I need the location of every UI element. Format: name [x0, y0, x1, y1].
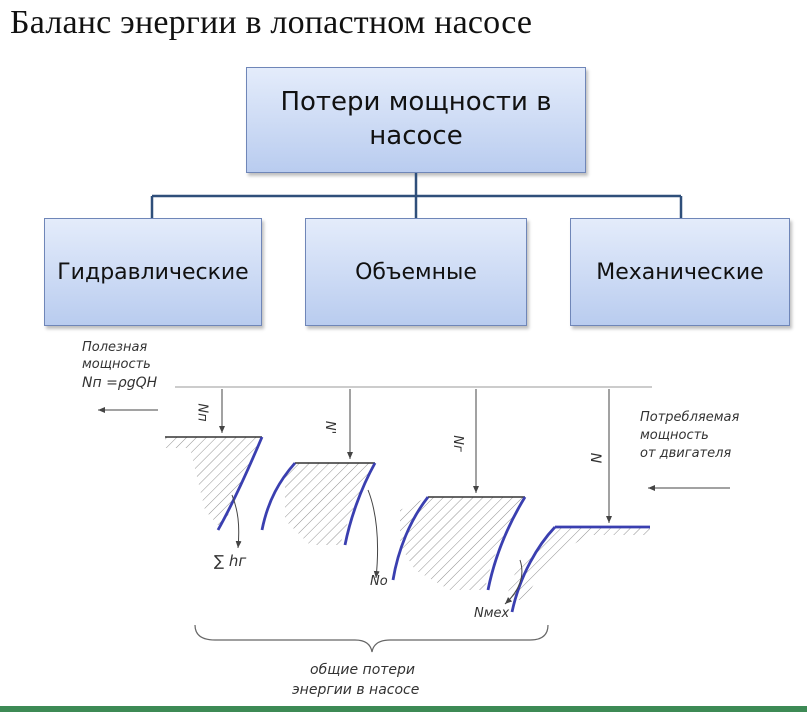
dimension-arrows: [219, 389, 612, 523]
loss-curves: [216, 436, 650, 613]
power-arrows: [98, 407, 730, 491]
useful-power-formula: Nп =ρgQH: [82, 375, 158, 391]
n-g-label: Nг: [449, 435, 465, 452]
consumed-power-label-3: от двигателя: [640, 446, 732, 461]
n-mech-label: Nмех: [474, 606, 510, 621]
mechanical-losses-box: Механические: [570, 218, 790, 326]
power-losses-box: Потери мощности в насосе: [246, 67, 586, 173]
n-prime-label: N': [322, 420, 338, 435]
useful-power-label-2: мощность: [82, 357, 151, 372]
total-losses-label-1: общие потери: [310, 662, 416, 678]
total-losses-label-2: энергии в насосе: [292, 682, 420, 698]
page-title: Баланс энергии в лопастном насосе: [10, 4, 533, 41]
useful-power-label-1: Полезная: [82, 340, 148, 355]
slide-bottom-edge: [0, 706, 807, 712]
consumed-power-label-1: Потребляемая: [640, 410, 740, 425]
volumetric-losses-box: Объемные: [305, 218, 527, 326]
n-p-label: Nп: [194, 403, 210, 422]
loss-arrows: [231, 489, 523, 605]
consumed-power-label-2: мощность: [640, 428, 709, 443]
sum-hydraulic-label: ∑ hг: [214, 552, 247, 570]
hydraulic-losses-box: Гидравлические: [44, 218, 262, 326]
n-o-label: No: [370, 574, 388, 589]
total-losses-brace: [194, 624, 549, 653]
tree-connector: [150, 173, 683, 218]
n-label: N: [587, 452, 604, 464]
